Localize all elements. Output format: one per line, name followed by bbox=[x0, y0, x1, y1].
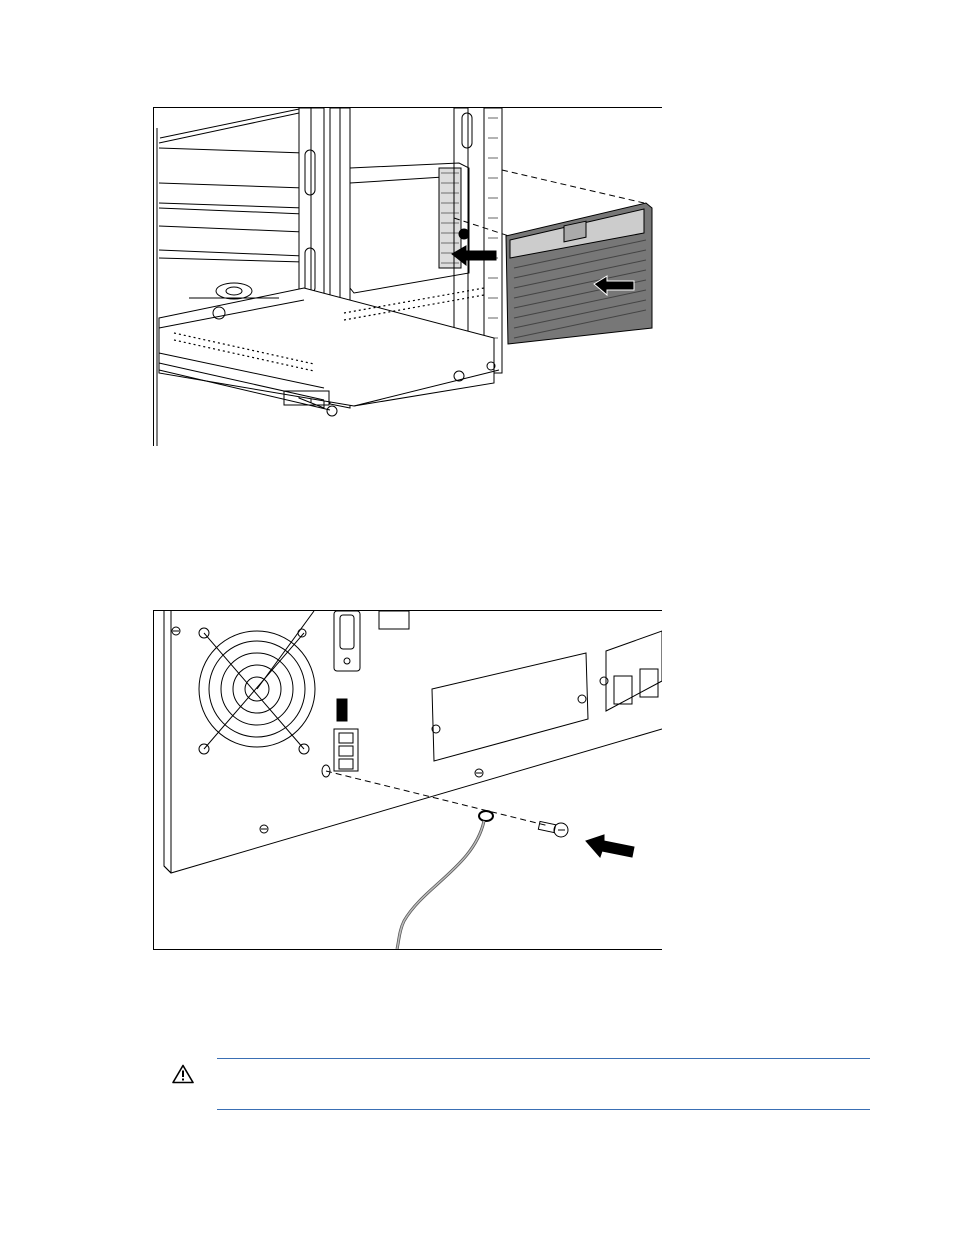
warning-triangle-icon bbox=[172, 1064, 194, 1084]
ground-wire-illustration bbox=[153, 610, 662, 950]
rack-bezel-illustration bbox=[153, 107, 662, 446]
ground-wire-drawing bbox=[154, 611, 662, 949]
warning-top-rule bbox=[217, 1058, 870, 1059]
warning-bottom-rule bbox=[217, 1109, 870, 1110]
rack-bezel-drawing bbox=[154, 108, 662, 446]
